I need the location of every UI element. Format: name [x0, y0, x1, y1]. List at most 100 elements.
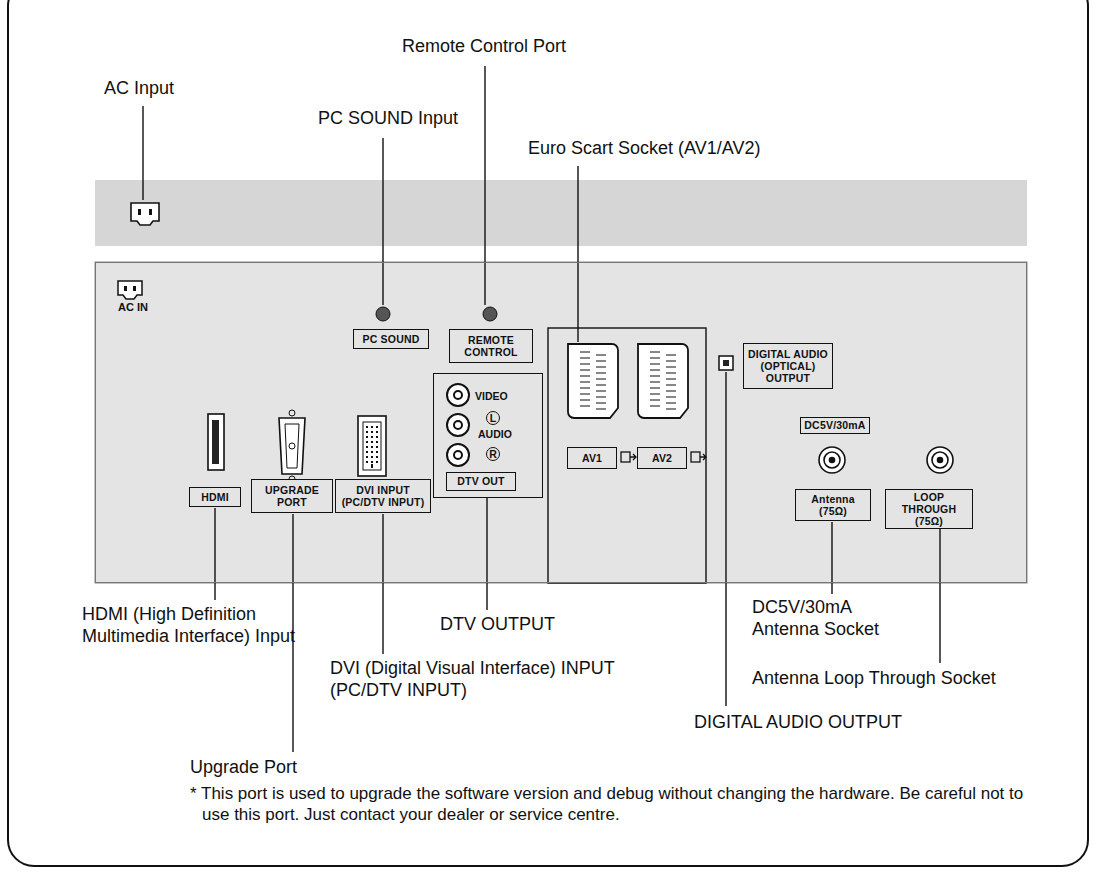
- scart-group-box: [548, 328, 706, 583]
- rear-panel: [95, 262, 1027, 583]
- port-label: PC SOUND: [362, 333, 419, 345]
- port-label: DIGITAL AUDIO (OPTICAL) OUTPUT: [747, 348, 829, 384]
- dvi-pin: [371, 431, 373, 433]
- scart-pin: [580, 358, 606, 361]
- callout-label: Upgrade Port: [190, 757, 297, 779]
- callout-label: HDMI (High Definition Multimedia Interfa…: [82, 604, 297, 648]
- dvi-pin: [376, 456, 378, 458]
- dvi-pin: [376, 461, 378, 463]
- scart-pin: [650, 406, 676, 409]
- dvi-pin: [366, 451, 368, 453]
- port-label-box: PC SOUND: [353, 329, 429, 349]
- callout-label: AC Input: [104, 78, 174, 100]
- scart-pin: [650, 358, 676, 361]
- dvi-pin: [371, 451, 373, 453]
- dvi-pin: [366, 441, 368, 443]
- port-label: L: [486, 411, 500, 425]
- pc-sound-jack: [376, 307, 390, 321]
- scart-pin: [580, 394, 606, 397]
- scart-pin: [650, 376, 676, 379]
- scart-pin: [650, 388, 676, 391]
- top-strip: [95, 180, 1027, 246]
- antenna-sockets: [819, 447, 953, 473]
- scart-pin: [580, 364, 606, 367]
- port-label: AV2: [652, 452, 672, 464]
- dvi-pin: [366, 446, 368, 448]
- dvi-pin: [376, 451, 378, 453]
- port-label-box: DIGITAL AUDIO (OPTICAL) OUTPUT: [743, 343, 833, 389]
- port-label-box: Antenna (75Ω): [795, 489, 871, 521]
- port-label-box: AV1: [567, 447, 617, 469]
- rca-jacks: [447, 384, 469, 466]
- port-label: UPGRADE PORT: [255, 484, 329, 508]
- port-label: AV1: [582, 452, 602, 464]
- dvi-pin: [371, 461, 373, 463]
- scart-pin: [650, 382, 676, 385]
- scart-pin: [580, 376, 606, 379]
- scart-pin: [580, 388, 606, 391]
- port-label-box: DTV OUT: [446, 472, 516, 491]
- callout-label: Remote Control Port: [402, 36, 566, 58]
- port-label: DVI INPUT (PC/DTV INPUT): [339, 484, 427, 508]
- port-label: VIDEO: [475, 390, 508, 402]
- dvi-pin: [376, 436, 378, 438]
- callout-label: DTV OUTPUT: [440, 614, 555, 636]
- scart-pin: [580, 406, 606, 409]
- port-label-box: AV2: [637, 447, 687, 469]
- port-label-box: HDMI: [189, 487, 241, 507]
- scart-pin: [650, 400, 676, 403]
- dvi-pin: [371, 436, 373, 438]
- port-label: HDMI: [201, 491, 229, 503]
- port-label: DTV OUT: [457, 475, 504, 487]
- scart-pin: [650, 364, 676, 367]
- callout-label: DC5V/30mA Antenna Socket: [752, 597, 902, 641]
- optical-output: [719, 356, 733, 370]
- dvi-pin: [366, 436, 368, 438]
- dvi-pin: [366, 456, 368, 458]
- scart-pin: [650, 370, 676, 373]
- port-label-box: LOOP THROUGH (75Ω): [885, 489, 973, 529]
- callout-label: DVI (Digital Visual Interface) INPUT (PC…: [330, 658, 630, 702]
- dvi-pin: [366, 431, 368, 433]
- port-label: DC5V/30mA: [804, 419, 865, 431]
- port-label-box: REMOTE CONTROL: [449, 329, 533, 363]
- ac-socket: [131, 203, 159, 225]
- dvi-pin: [366, 461, 368, 463]
- port-label: AUDIO: [478, 428, 512, 440]
- dtv-output-group: VIDEOLAUDIORDTV OUT: [433, 373, 543, 498]
- callout-label: PC SOUND Input: [318, 108, 458, 130]
- dvi-pin: [371, 441, 373, 443]
- port-label: LOOP THROUGH (75Ω): [889, 491, 969, 527]
- dvi-pin: [376, 446, 378, 448]
- ac-in-socket: [118, 281, 142, 299]
- port-label-box: UPGRADE PORT: [251, 479, 333, 513]
- scart-sockets: [568, 344, 688, 418]
- dvi-pin: [366, 426, 368, 428]
- note-text: * This port is used to upgrade the softw…: [190, 784, 1032, 825]
- port-label: Antenna (75Ω): [799, 493, 867, 517]
- rear-panel: AC INPC SOUNDREMOTE CONTROLVIDEOLAUDIORD…: [95, 262, 1027, 583]
- dvi-pin: [371, 456, 373, 458]
- scart-pin: [580, 400, 606, 403]
- scart-pin: [580, 370, 606, 373]
- upgrade-port-connector: [279, 410, 305, 482]
- dvi-connector: [358, 416, 386, 476]
- callout-label: DIGITAL AUDIO OUTPUT: [694, 712, 902, 734]
- scart-pin: [580, 382, 606, 385]
- scart-pin: [650, 394, 676, 397]
- outer-frame: [8, 0, 1088, 866]
- dvi-pin: [376, 431, 378, 433]
- port-label-box: DVI INPUT (PC/DTV INPUT): [335, 479, 431, 513]
- port-label-box: DC5V/30mA: [800, 417, 870, 434]
- dvi-pin: [376, 426, 378, 428]
- port-label: AC IN: [118, 301, 148, 313]
- callout-label: Euro Scart Socket (AV1/AV2): [528, 138, 760, 160]
- hdmi-connector: [208, 414, 224, 470]
- remote-jack: [483, 307, 497, 321]
- scart-pin: [650, 352, 676, 355]
- scart-pin: [580, 352, 606, 355]
- dvi-pin: [371, 464, 373, 468]
- dvi-pin: [376, 441, 378, 443]
